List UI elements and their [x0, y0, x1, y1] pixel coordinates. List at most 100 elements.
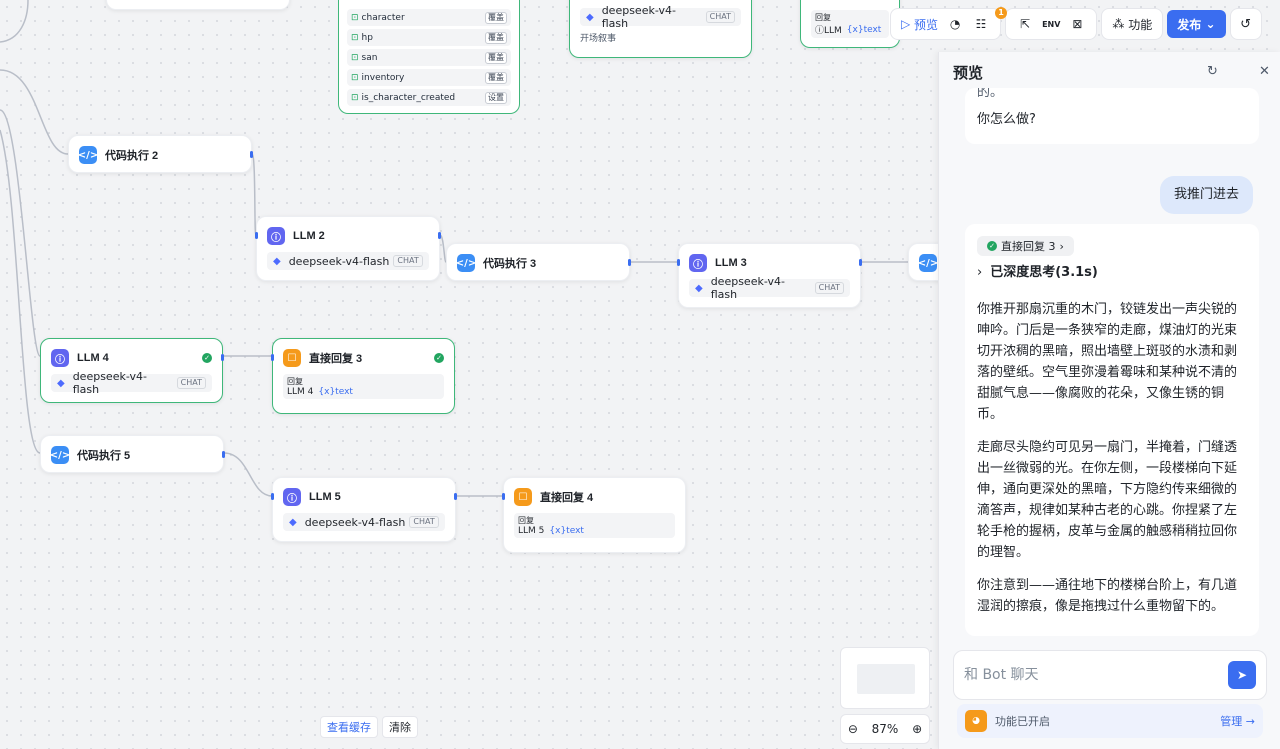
input-port[interactable]: [255, 232, 258, 239]
view-cache-button[interactable]: 查看缓存: [320, 716, 378, 738]
feature-status-bar: ◕ 功能已开启 管理 →: [957, 704, 1263, 738]
success-check-icon: ✓: [202, 353, 212, 363]
clear-button[interactable]: 清除: [382, 716, 418, 738]
variable-icon: ⊡: [351, 32, 359, 43]
preview-panel: 预览 ↻ ✕ 的。 你怎么做? 我推门进去 ✓直接回复 3› ›已深度思考(3.…: [938, 52, 1280, 749]
cache-bar: 查看缓存 清除: [320, 716, 418, 738]
reply-content: 回复 ⓘLLM{x}text: [811, 10, 889, 38]
deepseek-icon: ◆: [57, 377, 65, 389]
zoom-bar: ⊖ 87% ⊕: [840, 714, 930, 744]
text-var: {x}text: [318, 387, 353, 397]
deepseek-icon: ◆: [273, 255, 281, 267]
llm-icon: ⓘ: [267, 227, 285, 245]
thinking-toggle[interactable]: ›已深度思考(3.1s): [977, 265, 1098, 280]
env-button[interactable]: ENV: [1042, 19, 1061, 29]
node-reply-top[interactable]: 回复 ⓘLLM{x}text: [800, 0, 900, 48]
llm-ref: LLM 5: [518, 526, 545, 536]
publish-button[interactable]: 发布 ⌄: [1167, 10, 1226, 38]
code-icon: </>: [918, 254, 938, 272]
llm-ref-icon: ⓘLLM: [815, 26, 842, 36]
node-top-partial[interactable]: [106, 0, 290, 10]
output-port[interactable]: [628, 259, 631, 266]
reply-paragraph: 走廊尽头隐约可见另一扇门，半掩着，门缝透出一丝微弱的光。在你左侧，一段楼梯向下延…: [977, 440, 1238, 560]
reply-icon: ☐: [514, 488, 532, 506]
output-port[interactable]: [222, 451, 225, 458]
variable-icon: ⊡: [351, 72, 359, 83]
edge-to-llm4: [0, 109, 41, 357]
variable-icon: ⊡: [351, 92, 359, 103]
output-port[interactable]: [438, 232, 441, 239]
chat-scroll[interactable]: 的。 你怎么做? 我推门进去 ✓直接回复 3› ›已深度思考(3.1s) 你推开…: [939, 88, 1280, 638]
send-button[interactable]: ➤: [1228, 661, 1256, 689]
node-code-partial[interactable]: </>代码: [908, 243, 938, 281]
output-port[interactable]: [221, 354, 224, 361]
checklist-icon[interactable]: ☷: [975, 17, 987, 31]
code-icon: </>: [456, 254, 476, 272]
success-check-icon: ✓: [434, 353, 444, 363]
node-code-3[interactable]: </>代码执行 3: [446, 243, 631, 281]
variable-icon: ⊡: [351, 12, 359, 23]
text-var: {x}text: [549, 526, 584, 536]
variable-icon: ⊡: [351, 52, 359, 63]
input-port[interactable]: [271, 493, 274, 500]
variable-x-icon[interactable]: ⊠: [1072, 17, 1083, 31]
output-port[interactable]: [859, 259, 862, 266]
zoom-out-icon[interactable]: ⊖: [847, 722, 858, 736]
output-port[interactable]: [250, 151, 253, 158]
llm-icon: ⓘ: [283, 488, 301, 506]
debug-icon[interactable]: ◔: [949, 17, 961, 31]
deepseek-icon: ◆: [695, 282, 703, 294]
export-icon[interactable]: ⇱: [1020, 17, 1031, 31]
zoom-in-icon[interactable]: ⊕: [912, 722, 923, 736]
zoom-level: 87%: [871, 722, 899, 736]
preview-button[interactable]: ▷ 预览: [901, 17, 939, 32]
reply-paragraph: 你推开那扇沉重的木门，铰链发出一声尖锐的呻吟。门后是一条狭窄的走廊，煤油灯的光束…: [977, 302, 1238, 422]
node-reply-3[interactable]: ☐直接回复 3✓ 回复 LLM 4{x}text: [271, 338, 455, 414]
reply-node-pill[interactable]: ✓直接回复 3›: [977, 236, 1074, 256]
node-code-2[interactable]: </>代码执行 2: [68, 135, 253, 173]
deepseek-icon: ◆: [289, 516, 297, 528]
close-icon[interactable]: ✕: [1259, 64, 1270, 79]
ai-message: ✓直接回复 3› ›已深度思考(3.1s) 你推开那扇沉重的木门，铰链发出一声尖…: [965, 224, 1259, 636]
reply-paragraph: 你注意到——通往地下的楼梯台阶上，有几道湿润的擦痕，像是拖拽过什么重物留下的。: [977, 578, 1238, 614]
input-port[interactable]: [677, 259, 680, 266]
model-selector[interactable]: ◆ deepseek-v4-flash CHAT: [580, 4, 741, 30]
node-llm-opening[interactable]: ◆ deepseek-v4-flash CHAT 开场叙事: [569, 0, 752, 58]
input-port[interactable]: [271, 354, 274, 361]
input-port[interactable]: [502, 493, 505, 500]
manage-link[interactable]: 管理 →: [1220, 715, 1255, 728]
node-reply-4[interactable]: ☐直接回复 4 回复 LLM 5{x}text: [502, 477, 686, 553]
refresh-icon[interactable]: ↻: [1207, 64, 1218, 79]
minimap[interactable]: [840, 647, 930, 709]
top-toolbar: ▷ 预览 ◔ ☷ 1 ⇱ ENV ⊠ ⁂ 功能 发布 ⌄ ↺: [890, 7, 1262, 40]
checklist-badge: 1: [995, 7, 1007, 19]
chevron-right-icon: ›: [1059, 239, 1064, 253]
reply-icon: ☐: [283, 349, 301, 367]
output-port[interactable]: [454, 493, 457, 500]
chat-input-box: ➤: [953, 650, 1267, 700]
preview-group: ▷ 预览 ◔ ☷ 1: [890, 7, 1007, 40]
edge-to-code5: [0, 129, 41, 454]
llm-ref: LLM 4: [287, 387, 314, 397]
opening-label: 开场叙事: [580, 34, 617, 44]
feature-button[interactable]: ⁂ 功能: [1112, 17, 1153, 32]
chat-input[interactable]: [964, 667, 1228, 683]
node-code-5[interactable]: </>代码执行 5: [40, 435, 225, 473]
panel-title: 预览: [953, 64, 984, 82]
history-icon[interactable]: ↺: [1229, 8, 1262, 40]
